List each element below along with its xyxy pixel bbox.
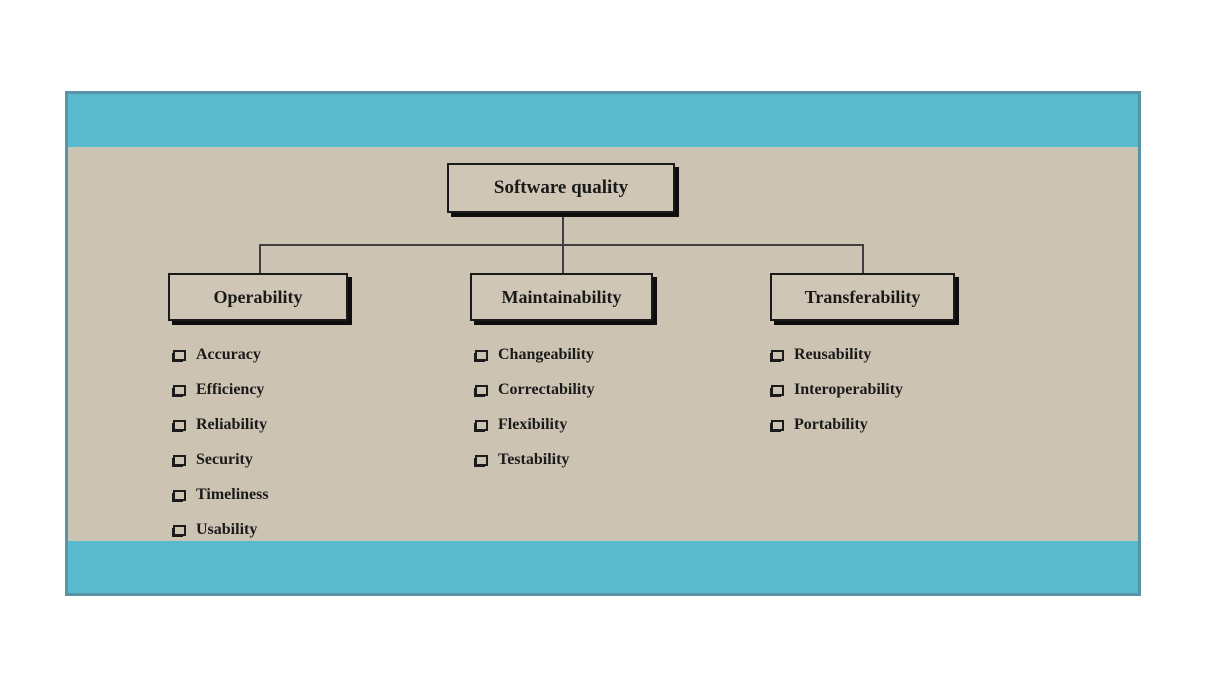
branch-node-label: Maintainability: [501, 286, 622, 307]
list-item-label: Security: [196, 451, 253, 468]
bottom-cyan-band: [68, 541, 1138, 593]
checkbox-icon: [771, 349, 784, 361]
checkbox-icon: [173, 454, 186, 466]
branch-node-transferability: Transferability: [770, 273, 955, 321]
list-item: Efficiency: [173, 378, 269, 402]
list-item-label: Accuracy: [196, 346, 261, 363]
checkbox-icon: [475, 419, 488, 431]
list-item: Changeability: [475, 343, 595, 367]
root-node-label: Software quality: [493, 177, 629, 198]
list-item-label: Usability: [196, 521, 258, 538]
checkbox-icon: [475, 384, 488, 396]
checkbox-icon: [771, 419, 784, 431]
checkbox-icon: [475, 454, 488, 466]
list-item-label: Testability: [498, 451, 570, 468]
list-item-label: Timeliness: [196, 486, 269, 503]
list-item-label: Reliability: [196, 416, 268, 433]
connector-drop-maintainability: [562, 244, 564, 273]
branch-node-label: Transferability: [804, 286, 921, 307]
diagram-panel: Software quality Operability Maintainabi…: [65, 91, 1141, 596]
list-item-label: Efficiency: [196, 381, 265, 398]
connector-root-stem: [562, 213, 564, 246]
operability-list: Accuracy Efficiency Reliability Security…: [173, 343, 269, 553]
branch-node-label: Operability: [213, 286, 303, 307]
checkbox-icon: [173, 524, 186, 536]
connector-drop-transferability: [862, 244, 864, 273]
list-item-label: Correctability: [498, 381, 595, 398]
checkbox-icon: [475, 349, 488, 361]
list-item: Accuracy: [173, 343, 269, 367]
list-item-label: Changeability: [498, 346, 595, 363]
transferability-list: Reusability Interoperability Portability: [771, 343, 903, 448]
list-item-label: Reusability: [794, 346, 872, 363]
connector-drop-operability: [259, 244, 261, 273]
root-node-software-quality: Software quality: [447, 163, 675, 213]
connector-horizontal: [259, 244, 864, 246]
top-cyan-band: [68, 94, 1138, 147]
branch-node-maintainability: Maintainability: [470, 273, 653, 321]
list-item: Timeliness: [173, 483, 269, 507]
list-item-label: Portability: [794, 416, 868, 433]
list-item: Portability: [771, 413, 903, 437]
list-item: Interoperability: [771, 378, 903, 402]
list-item-label: Interoperability: [794, 381, 904, 398]
list-item: Testability: [475, 448, 595, 472]
list-item: Flexibility: [475, 413, 595, 437]
list-item: Usability: [173, 518, 269, 542]
maintainability-list: Changeability Correctability Flexibility…: [475, 343, 595, 483]
list-item: Reliability: [173, 413, 269, 437]
checkbox-icon: [173, 419, 186, 431]
checkbox-icon: [173, 349, 186, 361]
list-item: Reusability: [771, 343, 903, 367]
checkbox-icon: [173, 489, 186, 501]
list-item-label: Flexibility: [498, 416, 568, 433]
checkbox-icon: [173, 384, 186, 396]
branch-node-operability: Operability: [168, 273, 348, 321]
list-item: Security: [173, 448, 269, 472]
list-item: Correctability: [475, 378, 595, 402]
checkbox-icon: [771, 384, 784, 396]
